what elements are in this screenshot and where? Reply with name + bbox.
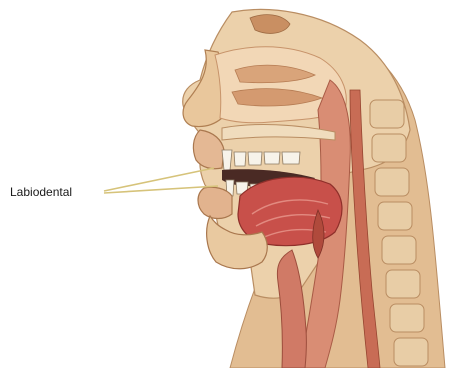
vertebra [378, 202, 412, 230]
upper-tooth [234, 152, 246, 166]
labiodental-label: Labiodental [10, 185, 72, 199]
vertebra [372, 134, 406, 162]
vertebra [394, 338, 428, 366]
upper-tooth [248, 152, 262, 165]
vertebra [375, 168, 409, 196]
vertebra [386, 270, 420, 298]
vertebra [370, 100, 404, 128]
upper-incisor [222, 150, 232, 170]
vertebra [390, 304, 424, 332]
vertebra [382, 236, 416, 264]
upper-tooth [282, 152, 300, 164]
lower-lip [198, 187, 232, 218]
upper-tooth [264, 152, 280, 164]
